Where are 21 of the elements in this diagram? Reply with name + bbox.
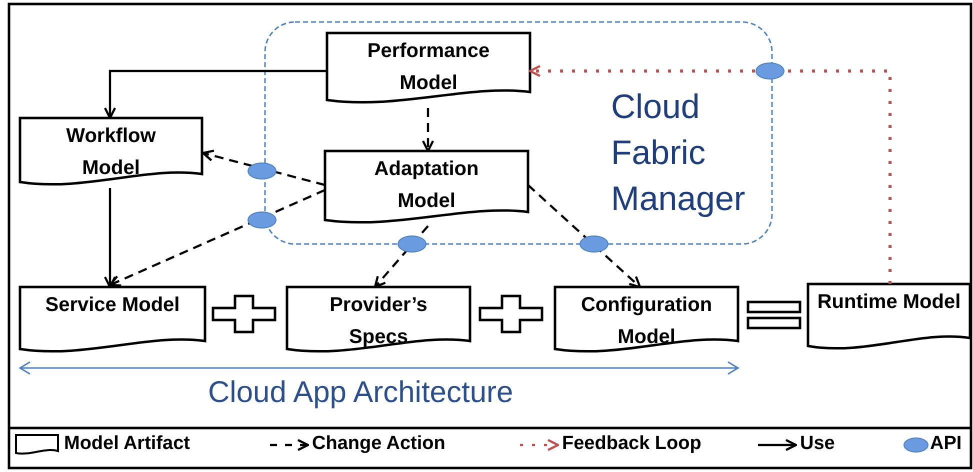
arrow: [104, 188, 116, 288]
model-name: Adaptation Model: [373, 157, 480, 214]
legend-label: API: [930, 433, 962, 455]
architecture-label: Cloud App Architecture: [208, 376, 514, 410]
model-name: Performance Model: [366, 39, 491, 96]
arrow: [108, 189, 326, 287]
model-name: Provider’s Specs: [328, 293, 428, 350]
model-name: Runtime Model: [816, 290, 962, 315]
region-title: Cloud Fabric Manager: [611, 87, 746, 220]
arrow: [104, 70, 327, 120]
arrow: [528, 64, 892, 284]
arrow: [422, 108, 434, 152]
manager-region: [265, 22, 772, 244]
model-name: Configuration Model: [580, 293, 714, 350]
legend-label: Change Action: [312, 433, 446, 455]
arrow: [527, 184, 642, 288]
model-name: Workflow Model: [65, 124, 157, 181]
legend-label: Use: [800, 433, 835, 455]
legend-label: Model Artifact: [64, 433, 190, 455]
legend-label: Feedback Loop: [562, 433, 702, 455]
model-name: Service Model: [44, 293, 181, 318]
